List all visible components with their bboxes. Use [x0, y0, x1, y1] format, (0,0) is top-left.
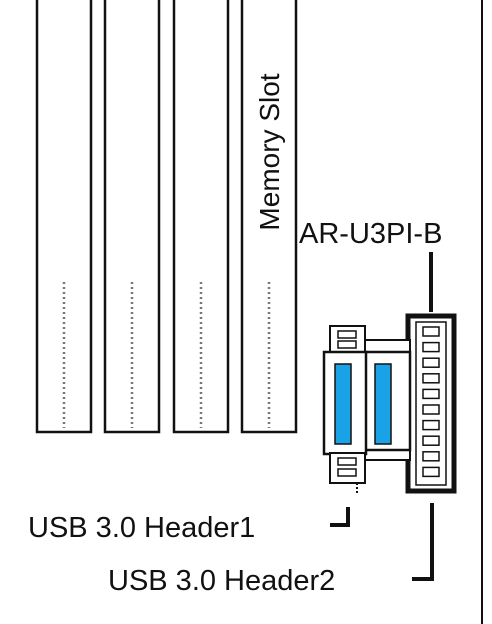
card-pin — [422, 404, 440, 415]
card-pins — [422, 326, 440, 478]
header1-pin — [337, 468, 357, 477]
card-pin — [422, 326, 440, 337]
header1-pin — [337, 457, 357, 466]
card-pin — [422, 373, 440, 384]
usb-blue-left — [334, 363, 352, 445]
memory-slots: Memory Slot — [35, 0, 298, 434]
card-pin — [422, 435, 440, 446]
header1-bottom-pins — [337, 457, 357, 477]
header2-leader — [412, 503, 434, 581]
card-pin — [422, 357, 440, 368]
card-pin — [422, 388, 440, 400]
memory-slot-2 — [103, 0, 161, 434]
card-pin — [422, 419, 440, 431]
memory-slot-3 — [172, 0, 230, 434]
ar-u3pi-b-card: AR-U3PI-B — [299, 218, 457, 494]
memory-slot-4 — [240, 0, 298, 434]
usb-blue-right — [374, 363, 392, 445]
memory-slot-1 — [35, 0, 93, 434]
card-pin — [422, 451, 440, 462]
bridge-connectors — [361, 339, 412, 461]
header1-label: USB 3.0 Header1 — [28, 512, 255, 544]
header1-top-pins — [337, 330, 357, 349]
card-pin — [422, 341, 440, 353]
header1-bottom-cap — [329, 452, 366, 484]
card-pin — [422, 466, 440, 478]
memory-slot-label: Memory Slot — [254, 73, 285, 230]
header2-label: USB 3.0 Header2 — [108, 565, 335, 597]
card-label: AR-U3PI-B — [299, 218, 442, 250]
usb-header-1: USB 3.0 Header1 — [28, 325, 368, 544]
usb-header-2: USB 3.0 Header2 — [108, 503, 434, 597]
header1-pin — [337, 330, 357, 339]
header1-pin — [337, 340, 357, 349]
header1-leader — [330, 507, 350, 527]
header1-top-cap — [329, 325, 366, 355]
